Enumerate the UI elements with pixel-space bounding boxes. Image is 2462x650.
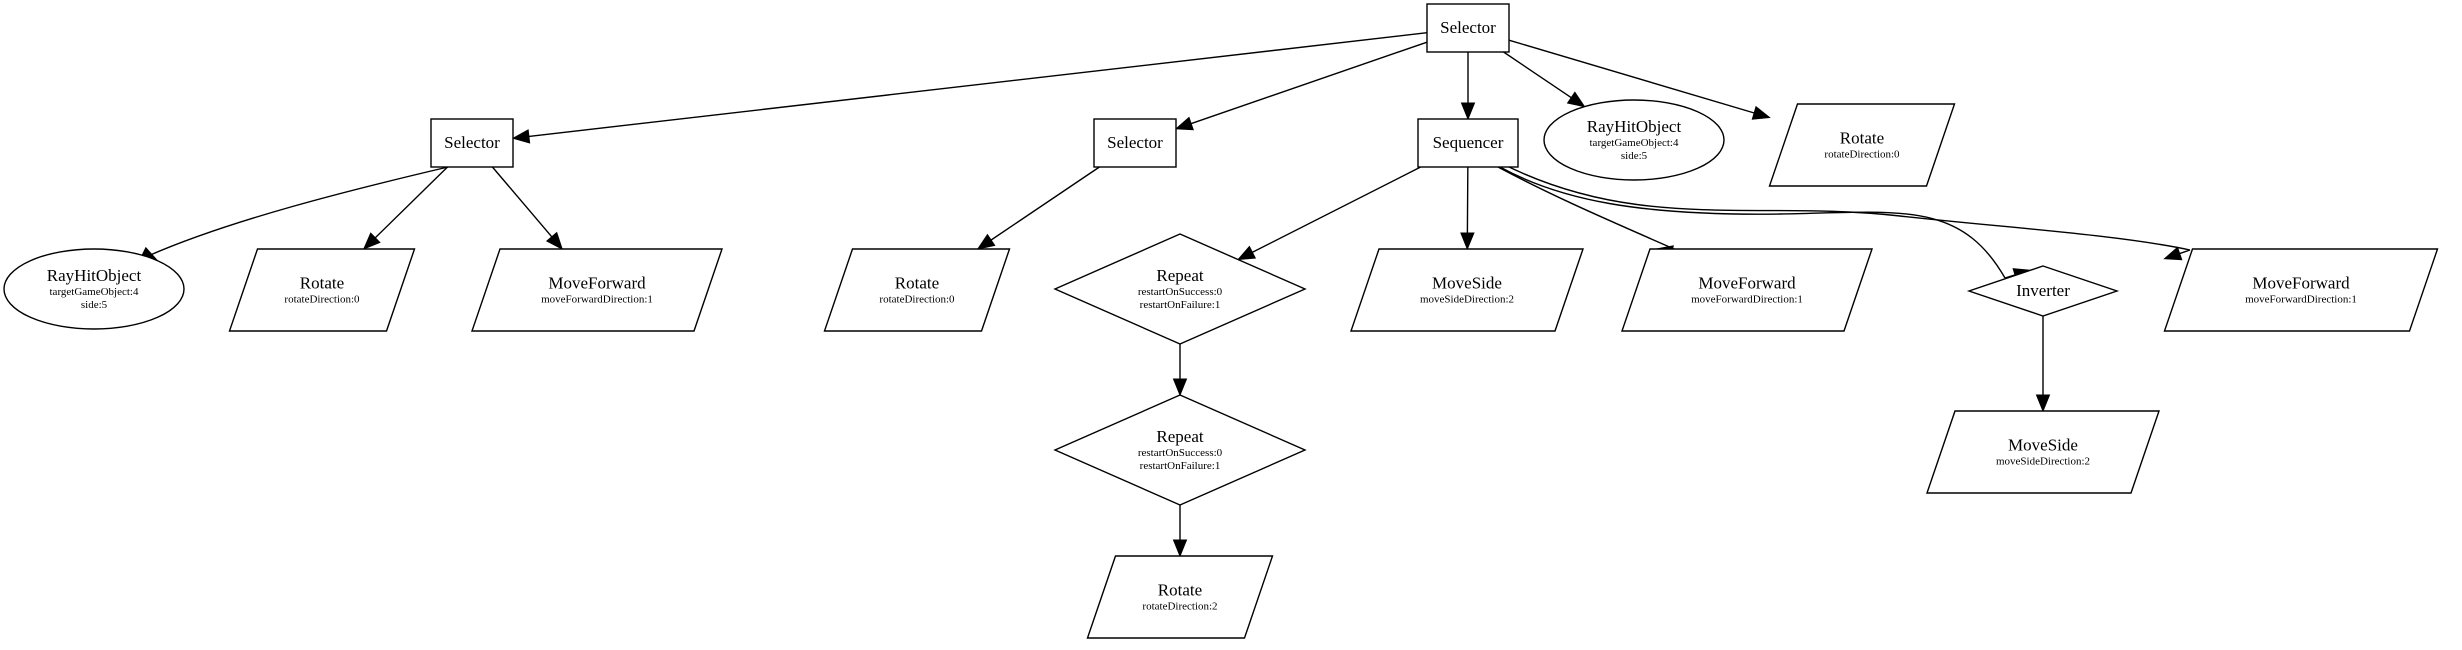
node-repeat-2-title: Repeat xyxy=(1156,427,1203,446)
node-repeat-1: RepeatrestartOnSuccess:0restartOnFailure… xyxy=(1055,234,1305,344)
node-rayhit-root-param: side:5 xyxy=(1621,150,1648,162)
edge-sequencer-to-repeat-1-arrowhead xyxy=(1238,247,1255,260)
edge-inverter-to-moveside-inv-arrowhead xyxy=(2037,395,2050,411)
node-moveforward-seq1-param: moveForwardDirection:1 xyxy=(1691,294,1803,306)
edge-selector-a-to-rotate-a xyxy=(375,167,448,239)
node-moveside-inv-param: moveSideDirection:2 xyxy=(1996,456,2090,468)
node-moveforward-seq2-param: moveForwardDirection:1 xyxy=(2245,294,2357,306)
edge-repeat-2-to-rotate-leaf-arrowhead xyxy=(1174,540,1187,556)
edge-selector-a-to-moveforward-a-arrowhead xyxy=(547,233,562,249)
node-moveside-seq-param: moveSideDirection:2 xyxy=(1420,294,1514,306)
node-rayhit-a-param: targetGameObject:4 xyxy=(50,286,139,298)
node-rayhit-root-title: RayHitObject xyxy=(1587,117,1682,136)
node-selector-b: Selector xyxy=(1094,119,1176,167)
edge-selector-root-to-selector-b xyxy=(1190,42,1427,124)
edge-selector-root-to-rotate-root-arrowhead xyxy=(1752,107,1769,119)
node-repeat-1-param: restartOnSuccess:0 xyxy=(1138,286,1223,298)
node-selector-a: Selector xyxy=(431,119,513,167)
edge-selector-b-to-rotate-b xyxy=(990,167,1099,241)
node-rotate-leaf-param: rotateDirection:2 xyxy=(1142,601,1217,613)
node-inverter: Inverter xyxy=(1969,266,2117,316)
node-repeat-2: RepeatrestartOnSuccess:0restartOnFailure… xyxy=(1055,395,1305,505)
node-moveforward-seq1-title: MoveForward xyxy=(1698,274,1796,293)
edge-selector-root-to-rayhit-root xyxy=(1504,52,1572,98)
node-sequencer: Sequencer xyxy=(1418,119,1518,167)
node-moveside-seq-title: MoveSide xyxy=(1432,274,1502,293)
node-rotate-leaf-title: Rotate xyxy=(1158,581,1202,600)
node-rayhit-a-param: side:5 xyxy=(81,299,108,311)
edge-selector-b-to-rotate-b-arrowhead xyxy=(978,235,995,249)
edge-selector-root-to-rayhit-root-arrowhead xyxy=(1568,92,1585,106)
node-rayhit-root-param: targetGameObject:4 xyxy=(1590,137,1679,149)
node-moveforward-a-param: moveForwardDirection:1 xyxy=(541,294,653,306)
edge-sequencer-to-moveforward-seq2-arrowhead xyxy=(2165,247,2182,259)
edge-selector-a-to-moveforward-a xyxy=(492,167,552,238)
node-moveforward-a-title: MoveForward xyxy=(548,274,646,293)
node-selector-b-title: Selector xyxy=(1107,133,1163,152)
node-moveforward-seq2-title: MoveForward xyxy=(2252,274,2350,293)
node-moveside-inv-title: MoveSide xyxy=(2008,436,2078,455)
node-rotate-a-title: Rotate xyxy=(300,274,344,293)
edge-selector-root-to-selector-b-arrowhead xyxy=(1176,117,1193,129)
node-repeat-2-param: restartOnFailure:1 xyxy=(1140,460,1221,472)
node-repeat-1-title: Repeat xyxy=(1156,266,1203,285)
edge-repeat-1-to-repeat-2-arrowhead xyxy=(1174,379,1187,395)
node-repeat-2-param: restartOnSuccess:0 xyxy=(1138,447,1223,459)
node-selector-root: Selector xyxy=(1427,4,1509,52)
edge-sequencer-to-moveforward-seq2-tail xyxy=(2180,250,2190,254)
node-rotate-root-param: rotateDirection:0 xyxy=(1824,149,1900,161)
node-selector-a-title: Selector xyxy=(444,133,500,152)
node-rotate-b-title: Rotate xyxy=(895,274,939,293)
node-selector-root-title: Selector xyxy=(1440,18,1496,37)
node-rotate-a-param: rotateDirection:0 xyxy=(284,294,360,306)
node-rotate-root-title: Rotate xyxy=(1840,129,1884,148)
edge-sequencer-to-moveside-seq-arrowhead xyxy=(1461,233,1474,249)
node-repeat-1-param: restartOnFailure:1 xyxy=(1140,299,1221,311)
node-inverter-title: Inverter xyxy=(2016,281,2070,300)
node-rayhit-a-title: RayHitObject xyxy=(47,266,142,285)
node-rotate-b-param: rotateDirection:0 xyxy=(879,294,955,306)
edge-selector-root-to-selector-a-arrowhead xyxy=(513,130,530,143)
edge-selector-root-to-selector-a xyxy=(528,33,1427,137)
edge-sequencer-to-repeat-1 xyxy=(1251,167,1420,253)
edge-selector-root-to-sequencer-arrowhead xyxy=(1462,103,1475,119)
node-sequencer-title: Sequencer xyxy=(1433,133,1504,152)
